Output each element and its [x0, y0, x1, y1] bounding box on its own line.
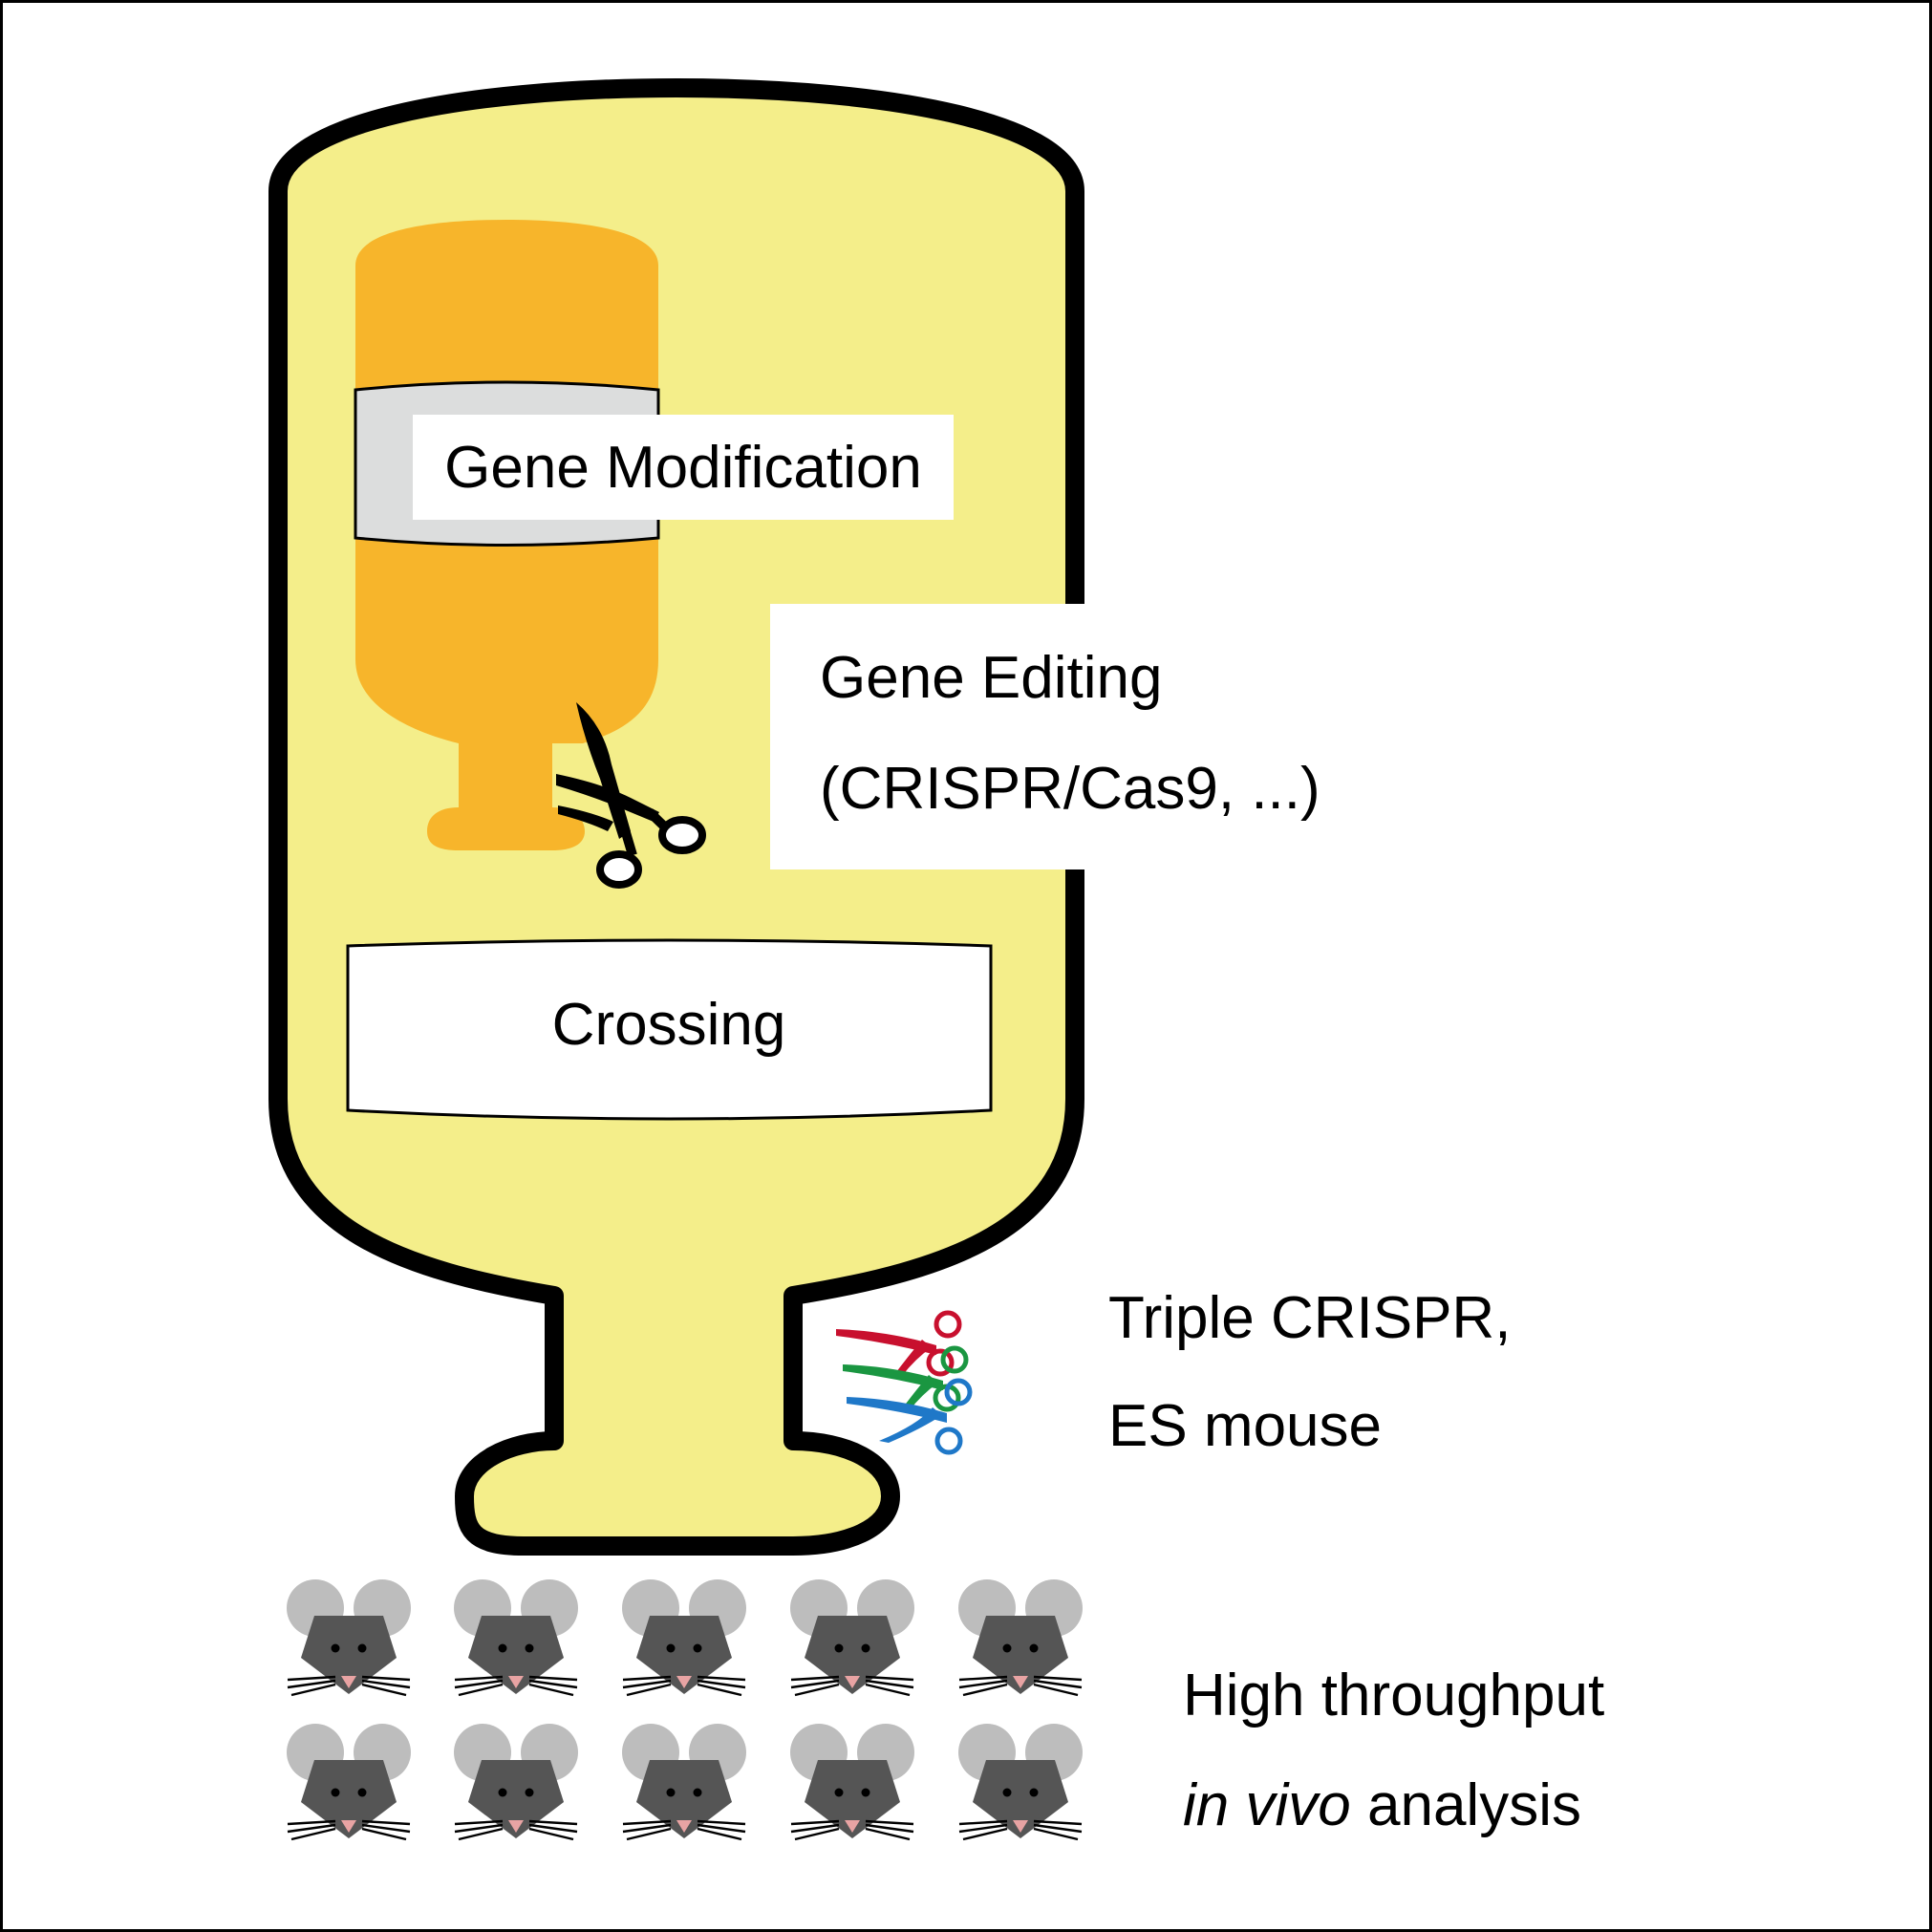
- in-vivo-analysis-label: in vivo analysis: [1183, 1772, 1581, 1838]
- gene-editing-label: Gene Editing: [820, 645, 1162, 711]
- es-mouse-label: ES mouse: [1108, 1393, 1382, 1459]
- crossing-label: Crossing: [552, 992, 786, 1058]
- crossing-box: [346, 938, 993, 1121]
- blue-scissors-icon: [847, 1378, 973, 1455]
- in-vivo-text: in vivo: [1183, 1772, 1351, 1838]
- scissors-icon: [556, 702, 706, 889]
- red-scissors-icon: [836, 1310, 962, 1377]
- gene-editing-label-box: [770, 604, 1443, 869]
- analysis-text: analysis: [1351, 1772, 1581, 1838]
- gene-editing-methods-label: (CRISPR/Cas9, ...): [820, 756, 1320, 822]
- gene-modification-label-box: [413, 415, 954, 520]
- triple-crispr-label: Triple CRISPR,: [1108, 1285, 1511, 1351]
- gene-modification-label: Gene Modification: [444, 435, 922, 501]
- high-throughput-label: High throughput: [1183, 1663, 1604, 1728]
- triple-scissors-icon: [836, 1310, 973, 1455]
